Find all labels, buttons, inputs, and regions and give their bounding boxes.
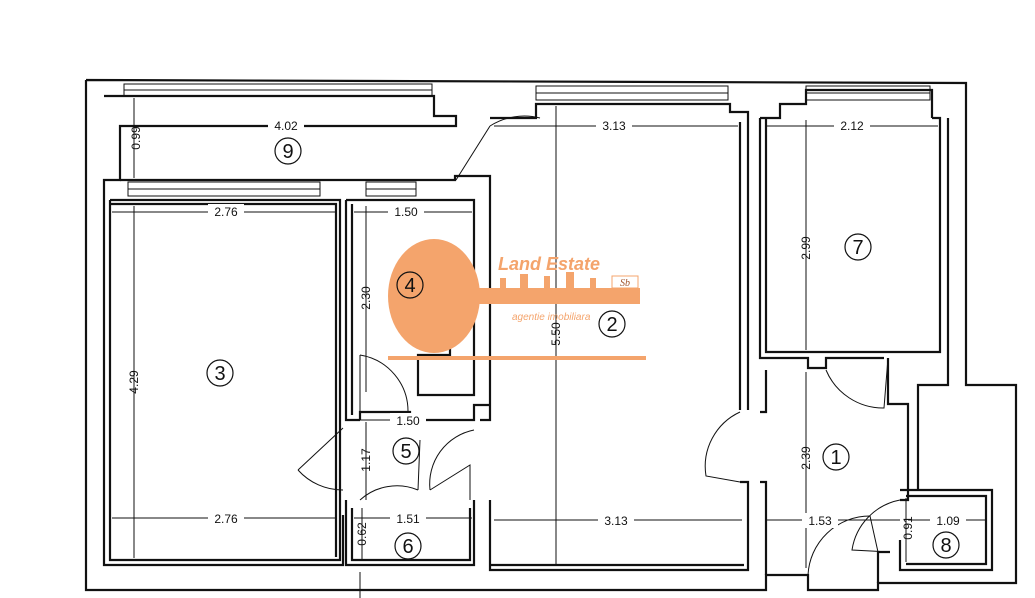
room-6-number: 6: [402, 536, 413, 558]
watermark-key-tooth-1: [500, 278, 506, 288]
room-2-bottom: [488, 480, 750, 572]
label-bg: [596, 118, 632, 134]
label-bg: [598, 513, 634, 528]
dimension-labels: 4.02 0.99 3.13 2.12 2.76 1.50 2.30 5.50 …: [127, 118, 966, 546]
dim-label-151: 1.51: [396, 512, 420, 526]
watermark-badge: [611, 275, 639, 289]
label-bg: [388, 204, 424, 220]
windows: [123, 83, 931, 197]
label-bg: [268, 118, 304, 134]
watermark-title: Land Estate: [498, 254, 600, 274]
dim-label-429: 4.29: [127, 370, 141, 394]
watermark-key-shaft: [476, 288, 640, 304]
label-bg: [208, 204, 244, 220]
room-9-number: 9: [282, 141, 293, 163]
room-1-number: 1: [830, 447, 841, 469]
balcony-9-inner: [120, 174, 492, 422]
room-1-right: [886, 358, 910, 502]
room-2-marker: [598, 310, 626, 338]
dim-label-099: 0.99: [129, 126, 143, 150]
dim-label-153: 1.53: [808, 514, 832, 528]
dim-label-212: 2.12: [840, 119, 864, 133]
label-bg: [390, 413, 426, 428]
dim-label-150-top: 1.50: [394, 205, 418, 219]
dim-label-276-bottom: 2.76: [214, 512, 238, 526]
watermark-logo: Sb Land Estate agentie imobiliara: [388, 239, 646, 360]
watermark-key-tooth-3: [544, 276, 550, 288]
room-2-wall: [490, 102, 750, 410]
door-room-7: [825, 357, 889, 409]
room-7-top: [760, 88, 934, 120]
doors: [297, 115, 901, 576]
dim-label-276-top: 2.76: [214, 205, 238, 219]
room-2-number: 2: [606, 314, 617, 336]
dim-label-313-top: 3.13: [602, 119, 626, 133]
room-7-wall-inner: [764, 116, 942, 354]
watermark-key-tooth-5: [590, 278, 596, 288]
door-room-6: [359, 439, 421, 501]
room-3-wall: [108, 198, 342, 562]
door-entrance: [807, 515, 879, 576]
room-6-wall-inner: [350, 508, 472, 562]
room-5-marker: [392, 437, 420, 465]
dim-label-550: 5.50: [549, 322, 563, 346]
dim-label-117: 1.17: [359, 448, 373, 472]
room-4-number: 4: [404, 275, 415, 297]
room-1-marker: [822, 443, 850, 471]
dim-label-091: 0.91: [901, 516, 915, 540]
room-8-number: 8: [940, 535, 951, 557]
inner-wall: [102, 94, 458, 567]
room-8-bottom-left: [876, 550, 890, 583]
watermark-key-tooth-4: [566, 272, 574, 288]
door-room-9: [455, 115, 541, 181]
room-3-wall-inner: [110, 202, 338, 557]
room-9-marker: [274, 137, 302, 165]
room-8-marker: [932, 531, 960, 559]
door-room-4: [359, 354, 409, 413]
walls: [84, 78, 1018, 592]
label-bg: [834, 118, 870, 134]
door-corridor: [429, 429, 475, 500]
room-1-wall: [760, 370, 768, 414]
label-bg: [208, 511, 244, 526]
watermark-key-tooth-2: [520, 274, 528, 288]
room-7-marker: [844, 233, 872, 261]
label-bg: [390, 511, 426, 526]
room-5-number: 5: [400, 441, 411, 463]
room-numbers: [206, 137, 960, 560]
dim-label-062: 0.62: [355, 522, 369, 546]
watermark-key-head: [388, 239, 480, 353]
label-bg: [802, 513, 838, 528]
room-4-marker: [396, 271, 424, 299]
room-6-marker: [394, 532, 422, 560]
dim-label-109: 1.09: [936, 514, 960, 528]
door-room-2: [704, 411, 741, 483]
dim-label-299: 2.99: [799, 236, 813, 260]
watermark-badge-text: Sb: [620, 278, 630, 289]
watermark-subtitle: agentie imobiliara: [512, 312, 591, 323]
dim-label-150-mid: 1.50: [396, 414, 420, 428]
room-number-labels: 9 7 4 2 3 5 1 6 8: [214, 141, 951, 558]
room-7-wall: [758, 118, 884, 370]
room-8-wall-inner: [906, 494, 988, 566]
label-bg: [930, 513, 966, 528]
dim-label-313-bottom: 3.13: [604, 514, 628, 528]
room-6-wall: [344, 500, 476, 567]
outer-wall: [84, 78, 1018, 592]
dim-label-402: 4.02: [274, 119, 298, 133]
room-3-marker: [206, 359, 234, 387]
door-room-3: [297, 427, 344, 491]
room-8-wall: [898, 488, 994, 572]
room-7-number: 7: [852, 237, 863, 259]
room-3-number: 3: [214, 363, 225, 385]
room-1-bottom: [760, 480, 768, 575]
room-1-right-outer: [916, 118, 950, 490]
dim-label-230: 2.30: [359, 286, 373, 310]
dim-label-239: 2.39: [799, 446, 813, 470]
